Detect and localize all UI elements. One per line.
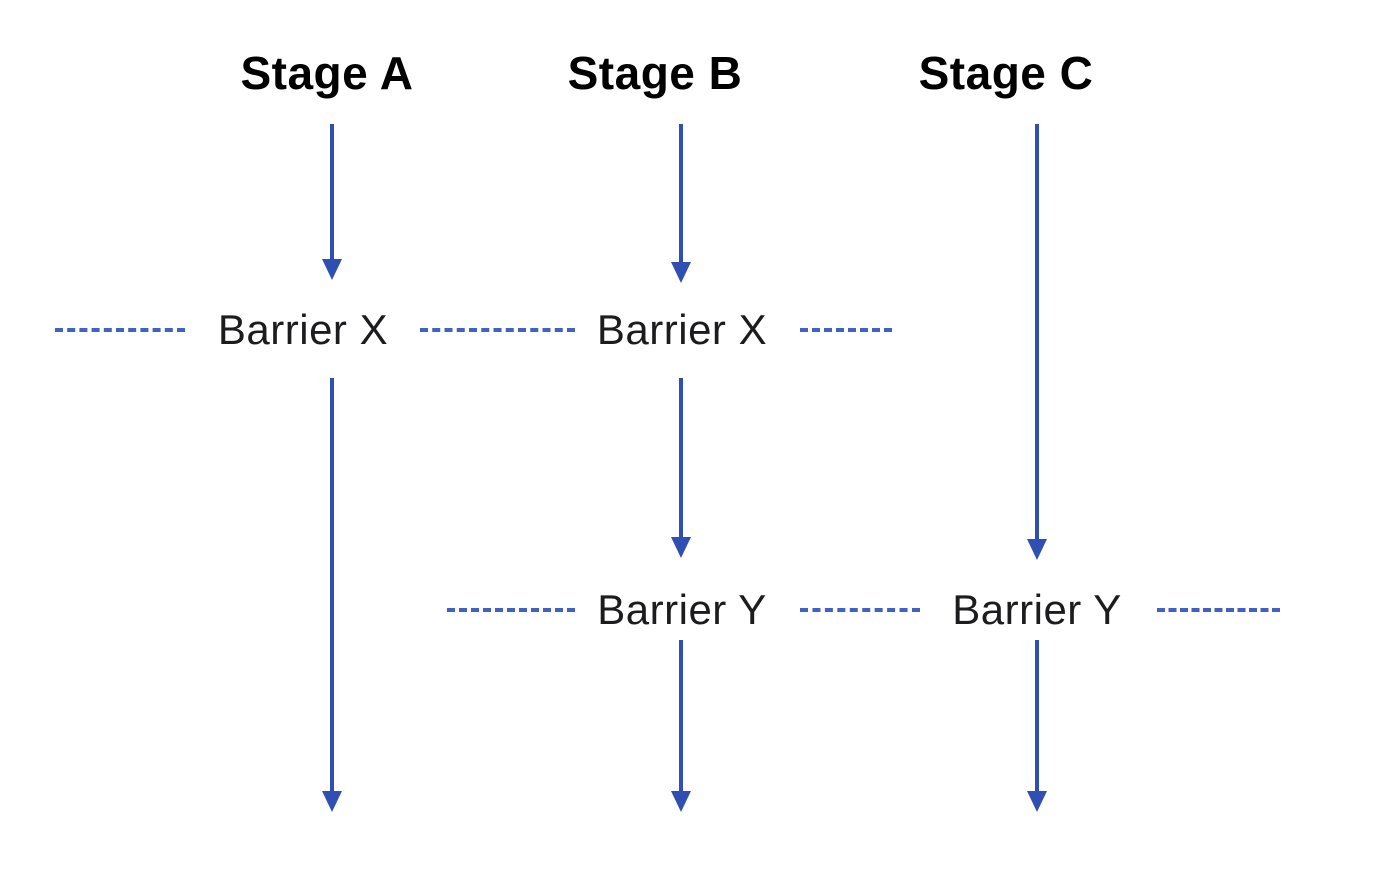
stage-c-arrow-to-end-icon (1035, 640, 1039, 792)
barrier-x-label-stage-b: Barrier X (590, 306, 774, 354)
barrier-y-label-stage-b: Barrier Y (591, 586, 773, 634)
stage-c-arrow-to-barrier-y-icon (1035, 124, 1039, 540)
barrier-y-label-stage-c: Barrier Y (946, 586, 1128, 634)
stage-a-label: Stage A (240, 47, 414, 99)
stage-b-arrow-to-barrier-y-icon (679, 378, 683, 538)
stage-c-label: Stage C (918, 47, 1094, 99)
stage-a-arrow-to-end-icon (330, 378, 334, 792)
barrier-x-dash-segment-middle (420, 328, 575, 332)
stage-a-arrow-to-barrier-x-icon (330, 124, 334, 260)
barrier-y-dash-segment-middle (800, 608, 920, 612)
stage-b-arrow-to-barrier-x-icon (679, 124, 683, 263)
stage-b-arrow-to-end-icon (679, 640, 683, 792)
barrier-x-dash-segment-right (800, 328, 892, 332)
stage-b-label: Stage B (567, 47, 743, 99)
barrier-x-label-stage-a: Barrier X (211, 306, 395, 354)
barrier-y-dash-segment-right (1157, 608, 1280, 612)
barrier-y-dash-segment-left (447, 608, 575, 612)
barrier-x-dash-segment-left (55, 328, 185, 332)
